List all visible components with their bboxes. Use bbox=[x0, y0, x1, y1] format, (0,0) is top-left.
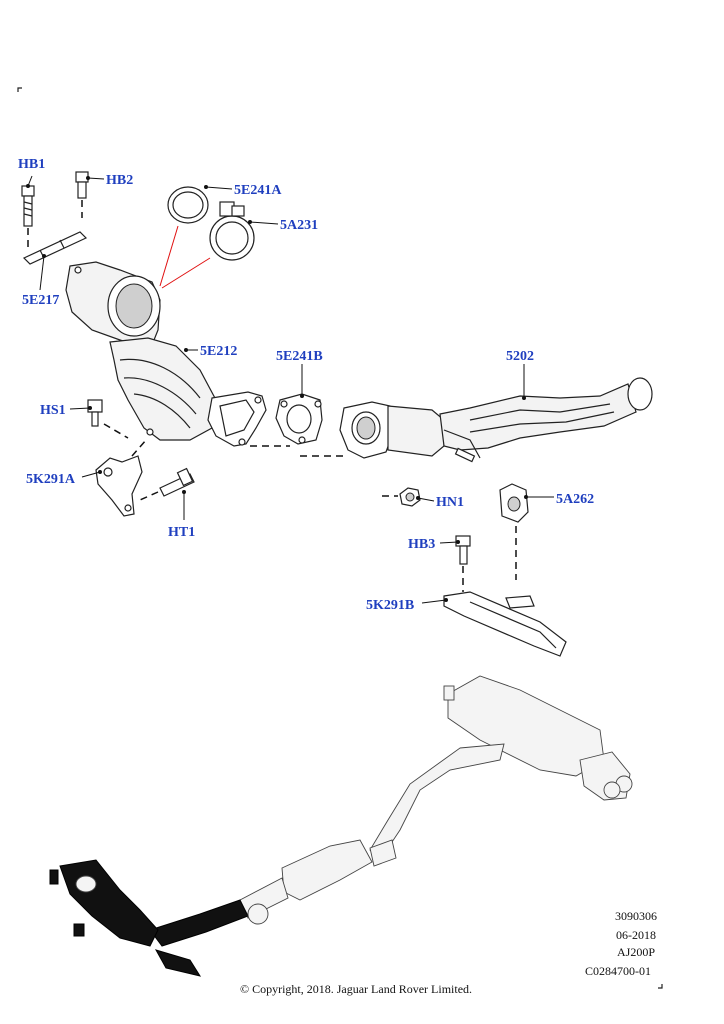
red-leader-b bbox=[161, 257, 211, 289]
bracket-5k291a bbox=[95, 455, 143, 517]
bolt-hb1 bbox=[21, 185, 35, 227]
nut-hn1 bbox=[399, 487, 421, 507]
stud-hs1 bbox=[87, 399, 103, 427]
corner-mark bbox=[17, 87, 22, 92]
flange-gasket-5e241b bbox=[275, 393, 323, 445]
exhaust-system-overview bbox=[49, 675, 633, 977]
info-line-4: C0284700-01 bbox=[585, 964, 651, 978]
callout-hb2: HB2 bbox=[106, 173, 133, 188]
callout-hs1: HS1 bbox=[40, 403, 66, 418]
callout-5k291b: 5K291B bbox=[366, 598, 414, 613]
callout-5e241b: 5E241B bbox=[276, 349, 323, 364]
callout-hb3: HB3 bbox=[408, 537, 435, 552]
callout-5202: 5202 bbox=[506, 349, 534, 364]
callout-5e212: 5E212 bbox=[200, 344, 237, 359]
info-line-1: 3090306 bbox=[615, 909, 657, 923]
info-line-3: AJ200P bbox=[617, 945, 655, 959]
ht1-dash bbox=[139, 491, 159, 501]
bolt-hb2 bbox=[75, 171, 89, 199]
clamp-5a231 bbox=[209, 201, 255, 261]
callout-ht1: HT1 bbox=[168, 525, 195, 540]
copyright-text: © Copyright, 2018. Jaguar Land Rover Lim… bbox=[240, 982, 472, 996]
k291a-dash bbox=[131, 439, 147, 457]
isolator-5a262 bbox=[499, 483, 529, 523]
corner-mark-bottom bbox=[658, 984, 663, 989]
bracket-5e217 bbox=[22, 231, 88, 265]
catalytic-converter-5e212 bbox=[65, 261, 267, 447]
callout-5a262: 5A262 bbox=[556, 492, 594, 507]
hs1-dash bbox=[103, 423, 129, 439]
callout-5a231: 5A231 bbox=[280, 218, 318, 233]
callout-5e241a: 5E241A bbox=[234, 183, 282, 198]
callout-hn1: HN1 bbox=[436, 495, 464, 510]
leader-lines bbox=[26, 175, 554, 604]
callout-5k291a: 5K291A bbox=[26, 472, 76, 487]
bracket-5k291b bbox=[443, 591, 567, 657]
front-pipe-5202 bbox=[339, 377, 653, 463]
callout-hb1: HB1 bbox=[18, 157, 45, 172]
bolt-hb3 bbox=[455, 535, 471, 565]
info-line-2: 06-2018 bbox=[616, 928, 656, 942]
callout-5e217: 5E217 bbox=[22, 293, 59, 308]
red-leader-a bbox=[159, 225, 179, 287]
stud-ht1 bbox=[159, 467, 195, 497]
